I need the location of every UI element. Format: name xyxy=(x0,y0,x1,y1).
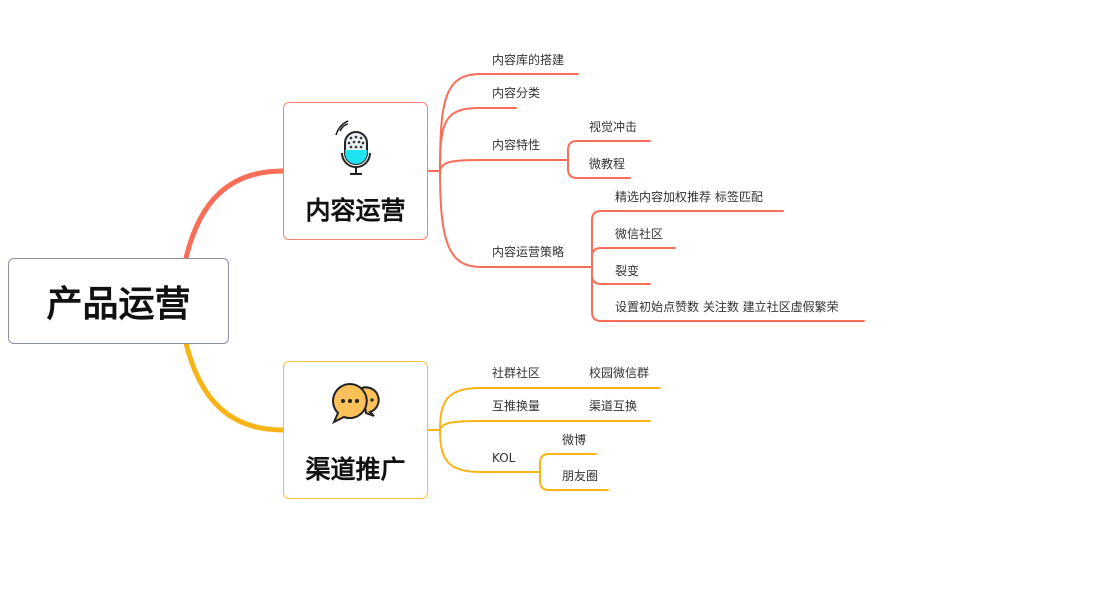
topic-title: 内容运营 xyxy=(305,196,406,225)
leaf-topic[interactable]: 设置初始点赞数 关注数 建立社区虚假繁荣 xyxy=(615,300,839,314)
root-topic-label: 产品运营 xyxy=(46,284,191,325)
connector-root-channel xyxy=(183,340,286,433)
channel-branches xyxy=(426,387,661,491)
subtopic[interactable]: 社群社区 xyxy=(492,366,541,380)
connector-root-content xyxy=(183,168,286,261)
subtopic[interactable]: 内容运营策略 xyxy=(492,245,565,259)
chat-bubbles-icon xyxy=(331,382,380,425)
topic-content-operation[interactable]: 内容运营 xyxy=(283,102,428,240)
content-branches xyxy=(426,73,865,322)
root-topic[interactable]: 产品运营 xyxy=(8,258,229,344)
leaf-topic[interactable]: 精选内容加权推荐 标签匹配 xyxy=(615,190,763,204)
leaf-topic[interactable]: 微信社区 xyxy=(615,227,664,241)
subtopic[interactable]: KOL xyxy=(492,451,516,465)
leaf-topic[interactable]: 裂变 xyxy=(615,264,640,278)
leaf-topic[interactable]: 微博 xyxy=(562,433,587,447)
leaf-topic[interactable]: 朋友圈 xyxy=(562,469,599,483)
leaf-topic[interactable]: 微教程 xyxy=(589,157,626,171)
microphone-icon xyxy=(335,120,371,175)
leaf-topic[interactable]: 视觉冲击 xyxy=(589,120,638,134)
subtopic[interactable]: 互推换量 xyxy=(492,399,541,413)
leaf-topic[interactable]: 渠道互换 xyxy=(589,399,638,413)
subtopic[interactable]: 内容特性 xyxy=(492,138,541,152)
topic-channel-promotion[interactable]: 渠道推广 xyxy=(283,361,428,499)
topic-title: 渠道推广 xyxy=(305,455,406,484)
leaf-topic[interactable]: 校园微信群 xyxy=(589,366,650,380)
subtopic[interactable]: 内容分类 xyxy=(492,86,541,100)
subtopic[interactable]: 内容库的搭建 xyxy=(492,53,565,67)
